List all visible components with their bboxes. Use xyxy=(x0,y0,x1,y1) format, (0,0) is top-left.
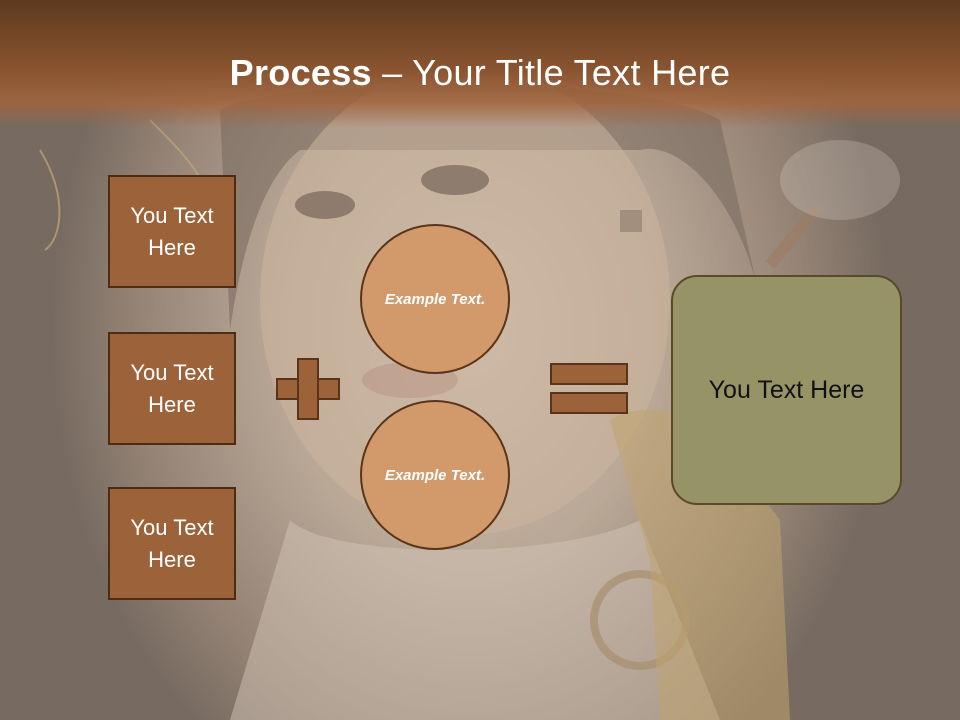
slide-title: Process – Your Title Text Here xyxy=(0,52,960,94)
equals-icon-bottom-bar xyxy=(550,392,628,414)
title-rest: – Your Title Text Here xyxy=(371,52,731,93)
result-box: You Text Here xyxy=(671,275,902,505)
text-box-2: You Text Here xyxy=(108,332,236,445)
title-bar xyxy=(0,0,960,128)
example-circle-1: Example Text. xyxy=(360,224,510,374)
example-circle-2: Example Text. xyxy=(360,400,510,550)
equals-icon-top-bar xyxy=(550,363,628,385)
text-box-3: You Text Here xyxy=(108,487,236,600)
title-bold: Process xyxy=(229,52,372,93)
text-box-1: You Text Here xyxy=(108,175,236,288)
plus-icon xyxy=(276,358,340,420)
